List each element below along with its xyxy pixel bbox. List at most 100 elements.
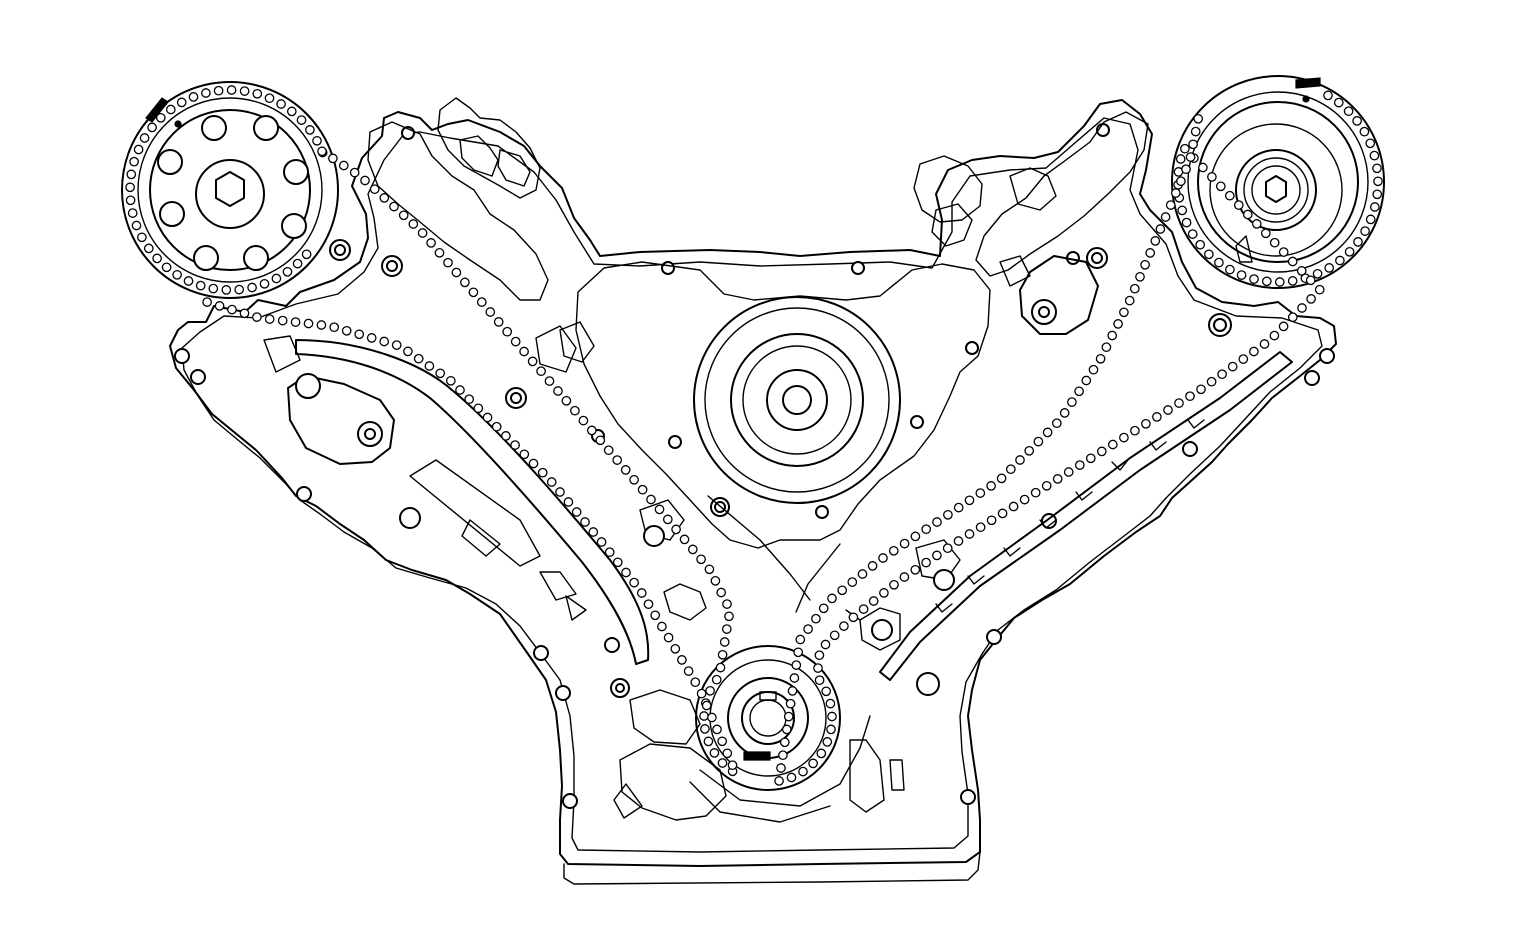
left-chain-link <box>705 685 715 696</box>
left-chain-link <box>129 156 139 167</box>
right-chain-link <box>789 673 800 683</box>
right-chain-link <box>1365 214 1376 225</box>
right-chain-link <box>1096 446 1107 457</box>
right-chain-link <box>778 750 788 761</box>
left-chain-link <box>696 688 707 699</box>
left-chain-link <box>316 320 327 330</box>
right-chain-link <box>1236 270 1247 280</box>
left-chain-link <box>369 184 380 195</box>
right-chain-link <box>1287 312 1298 323</box>
left-chain-link <box>677 655 687 665</box>
left-chain-link <box>561 395 572 406</box>
left-chain-link <box>603 445 614 456</box>
right-chain-link <box>986 481 996 491</box>
left-chain-link <box>161 262 172 273</box>
right-chain-link <box>1145 248 1156 258</box>
left-chain-link <box>621 567 631 578</box>
right-chain-link <box>1233 200 1244 210</box>
right-chain-link <box>785 698 796 709</box>
left-chain-link <box>519 449 530 460</box>
right-chain-tensioner <box>999 255 1099 335</box>
left-chain-link <box>221 285 232 295</box>
left-chain-link <box>712 724 722 735</box>
right-chain-link <box>1227 361 1238 372</box>
left-chain-link <box>286 106 297 117</box>
right-chain-link <box>996 473 1007 484</box>
left-chain-link <box>155 112 166 123</box>
left-chain-link <box>195 280 206 291</box>
right-chain-link <box>1181 217 1192 228</box>
left-chain-link <box>683 666 694 676</box>
left-chain-link <box>239 308 250 319</box>
left-chain-link <box>379 193 390 203</box>
left-chain-link <box>711 674 722 685</box>
water-pump-pulley <box>693 296 901 504</box>
right-chain-link <box>795 634 806 645</box>
left-chain-link <box>126 169 137 180</box>
right-chain-link <box>1041 480 1052 491</box>
left-chain-link <box>595 435 606 446</box>
left-chain-link <box>328 153 338 164</box>
right-chain-link <box>814 675 825 686</box>
left-chain-link <box>707 712 717 723</box>
right-chain-link <box>787 686 798 696</box>
left-chain-link <box>398 210 409 221</box>
right-chain-link <box>953 502 964 513</box>
right-chain-link <box>1152 412 1162 422</box>
right-chain-link <box>1198 162 1208 173</box>
left-chain-link <box>636 588 647 598</box>
left-chain-link <box>137 232 147 243</box>
left-chain-link <box>701 700 712 711</box>
right-chain-link <box>997 508 1008 519</box>
right-chain-link <box>1150 236 1161 246</box>
right-chain-link <box>1051 418 1062 429</box>
left-chain-link <box>183 276 194 286</box>
right-chain-link <box>1030 487 1041 498</box>
right-chain-link <box>779 737 790 748</box>
right-chain-link <box>1195 239 1206 250</box>
left-chain-link <box>277 315 288 326</box>
timing-marks <box>145 77 1321 761</box>
right-chain-link <box>1249 274 1259 284</box>
right-chain-link <box>1269 237 1280 248</box>
right-chain-link <box>1314 284 1325 295</box>
left-chain-link <box>188 92 199 102</box>
right-chain-link <box>1170 188 1181 198</box>
left-chain-link <box>290 317 301 327</box>
right-chain-link <box>1196 384 1206 395</box>
right-chain-link <box>1369 202 1380 212</box>
right-chain-link <box>1176 176 1186 187</box>
right-chain-link <box>1305 275 1316 286</box>
left-chain-link <box>226 85 237 95</box>
left-chain-link <box>657 621 667 632</box>
right-chain-link <box>1324 263 1335 273</box>
right-chain-link <box>781 724 792 735</box>
right-chain-link <box>953 536 964 546</box>
right-chain-link <box>1119 432 1129 443</box>
right-timing-chain <box>774 90 1383 786</box>
right-chain-link <box>964 495 975 506</box>
right-chain-link <box>1059 408 1070 418</box>
left-chain-link <box>239 86 250 96</box>
left-chain-link <box>464 394 475 405</box>
left-chain-link <box>620 465 631 475</box>
center-ribs <box>639 495 961 651</box>
left-chain-link <box>612 557 623 568</box>
right-chain-link <box>1188 139 1198 150</box>
right-chain-link <box>783 711 794 722</box>
right-chain-link <box>1278 321 1289 332</box>
water-pump-housing <box>535 261 991 549</box>
right-chain-link <box>1269 330 1280 341</box>
left-chain-link <box>317 146 327 157</box>
left-chain-link <box>646 494 656 505</box>
right-chain-link <box>1343 106 1354 117</box>
left-chain-link <box>510 336 521 347</box>
left-chain-link <box>201 88 211 98</box>
left-chain-link <box>536 366 546 377</box>
left-chain-link <box>563 497 574 507</box>
left-chain-guide <box>295 339 650 665</box>
left-chain-link <box>643 599 654 610</box>
left-chain-link <box>252 312 262 322</box>
left-chain-link <box>234 284 245 295</box>
right-chain-link <box>921 524 932 535</box>
